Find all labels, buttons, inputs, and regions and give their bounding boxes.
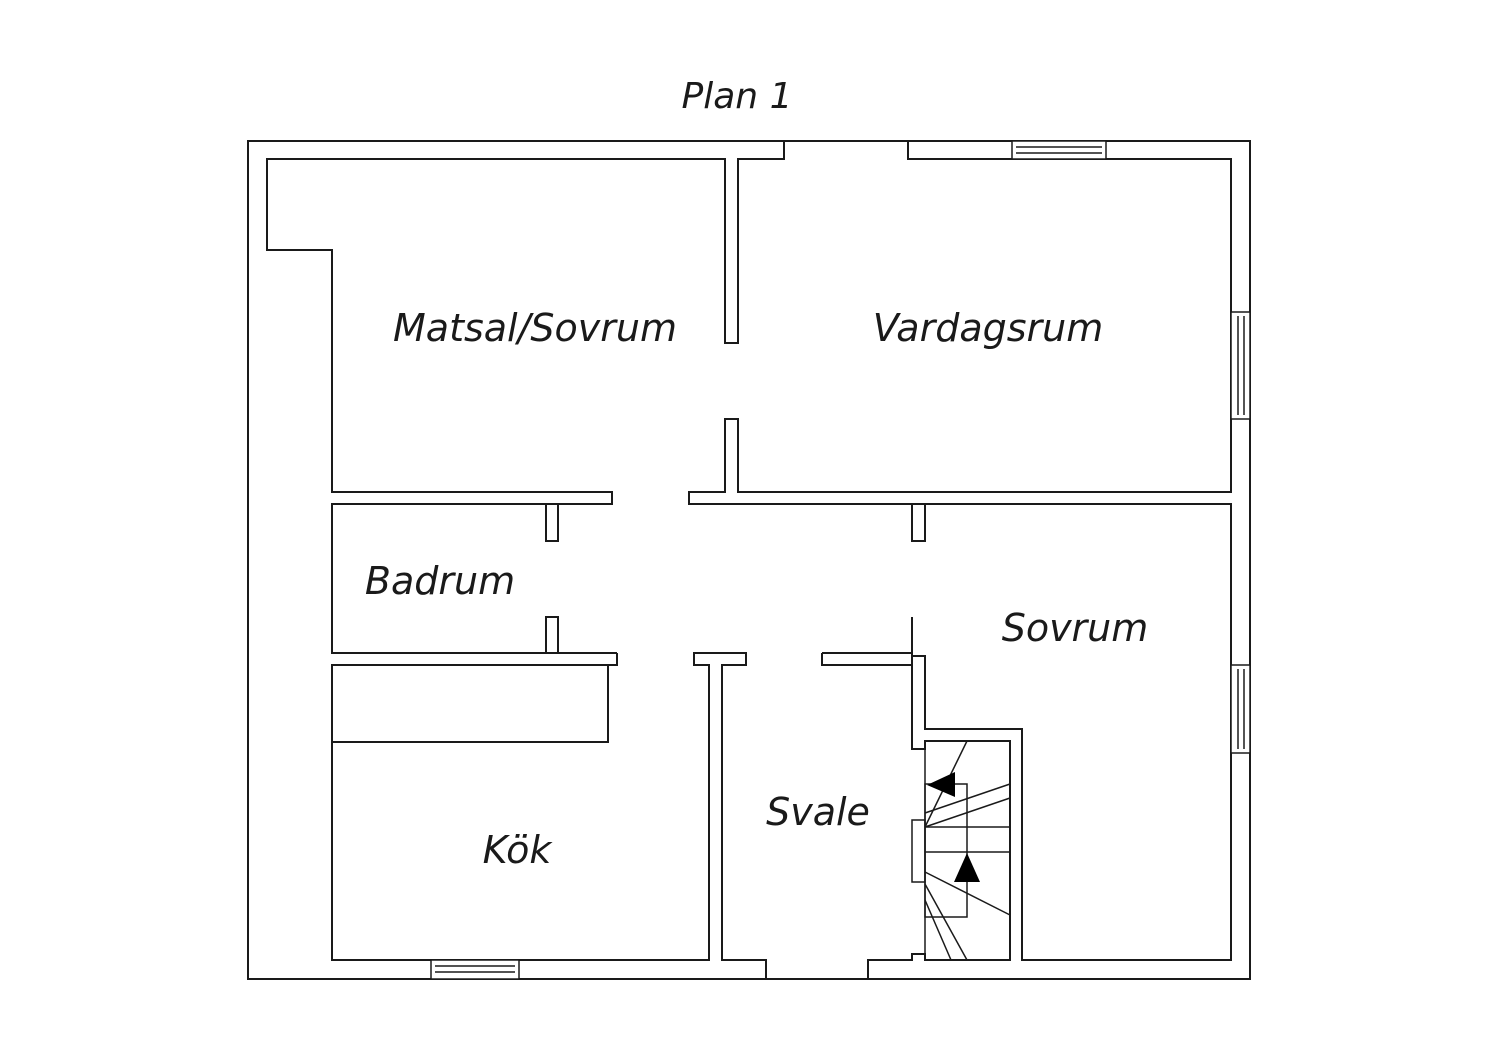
room-label-matsal: Matsal/Sovrum	[393, 306, 677, 350]
badrum-door-jamb-top	[545, 504, 559, 542]
window-top	[1011, 140, 1107, 160]
room-label-kok: Kök	[483, 828, 554, 872]
exterior-wall	[247, 140, 1251, 980]
badrum-door-jamb-bottom	[545, 616, 559, 653]
stair-arrow-up-icon	[927, 772, 955, 797]
window-right-upper	[1230, 311, 1251, 420]
sovrum-door-jamb	[911, 504, 926, 542]
exterior-wall-inner-top	[266, 141, 785, 654]
window-bottom	[430, 959, 520, 980]
room-label-svale: Svale	[766, 790, 870, 834]
svale-sovrum-wall	[822, 652, 1011, 979]
staircase	[911, 740, 1011, 961]
kok-left-wall	[331, 652, 767, 979]
room-label-sovrum: Sovrum	[1002, 606, 1149, 650]
window-right-lower	[1230, 664, 1251, 754]
badrum-kok-wall	[332, 653, 618, 666]
exterior-wall-inner-top-right	[688, 141, 1232, 961]
room-label-vardagsrum: Vardagsrum	[873, 306, 1104, 350]
stair-arrow-left-icon	[954, 853, 980, 882]
kitchen-counter	[331, 664, 609, 743]
room-label-badrum: Badrum	[365, 559, 515, 603]
plan-title: Plan 1	[682, 76, 793, 117]
svale-top-wall	[821, 653, 912, 666]
